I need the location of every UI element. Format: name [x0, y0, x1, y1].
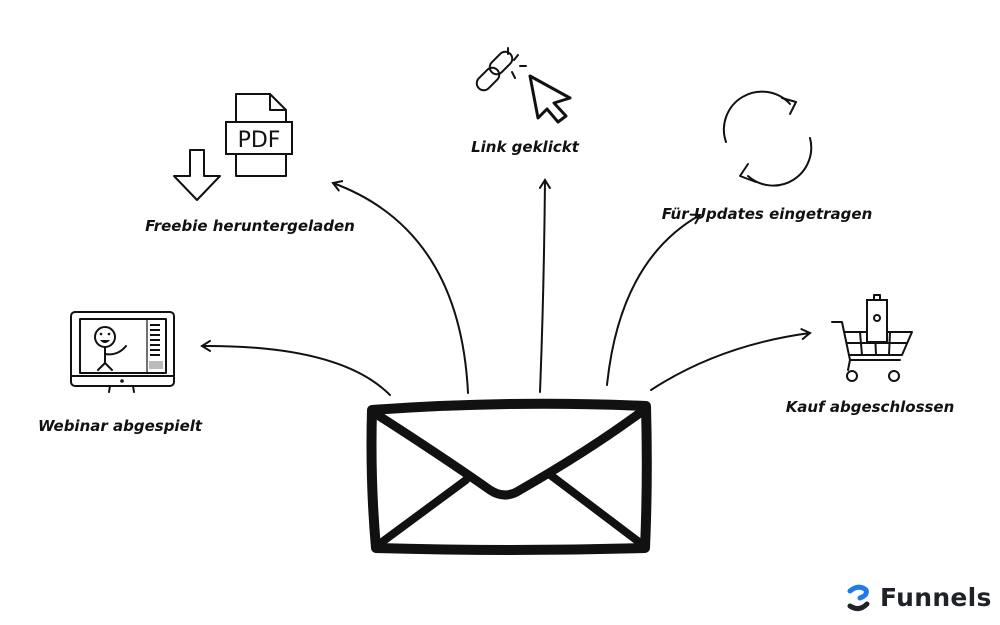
arrow-link [538, 178, 551, 393]
label-purchase: Kauf abgeschlossen [786, 398, 955, 416]
webinar-monitor-icon [70, 311, 175, 393]
pdf-download-icon: PDF [173, 93, 293, 201]
label-freebie: Freebie heruntergeladen [145, 217, 355, 235]
link-click-icon [475, 47, 572, 124]
label-webinar: Webinar abgespielt [38, 417, 203, 435]
svg-text:PDF: PDF [238, 128, 281, 153]
arrow-purchase [650, 328, 812, 391]
label-link: Link geklickt [471, 138, 580, 156]
funnels-logo-icon [847, 584, 870, 611]
refresh-icon [722, 90, 813, 187]
envelope-icon [366, 398, 652, 555]
funnels-logo-text: Funnels [880, 583, 992, 612]
arrow-webinar [200, 339, 391, 396]
arrow-freebie [331, 180, 469, 394]
label-updates: Für Updates eingetragen [662, 205, 873, 223]
funnels-logo: Funnels [846, 583, 992, 612]
arrow-updates [606, 213, 702, 386]
shopping-cart-icon [831, 294, 913, 382]
